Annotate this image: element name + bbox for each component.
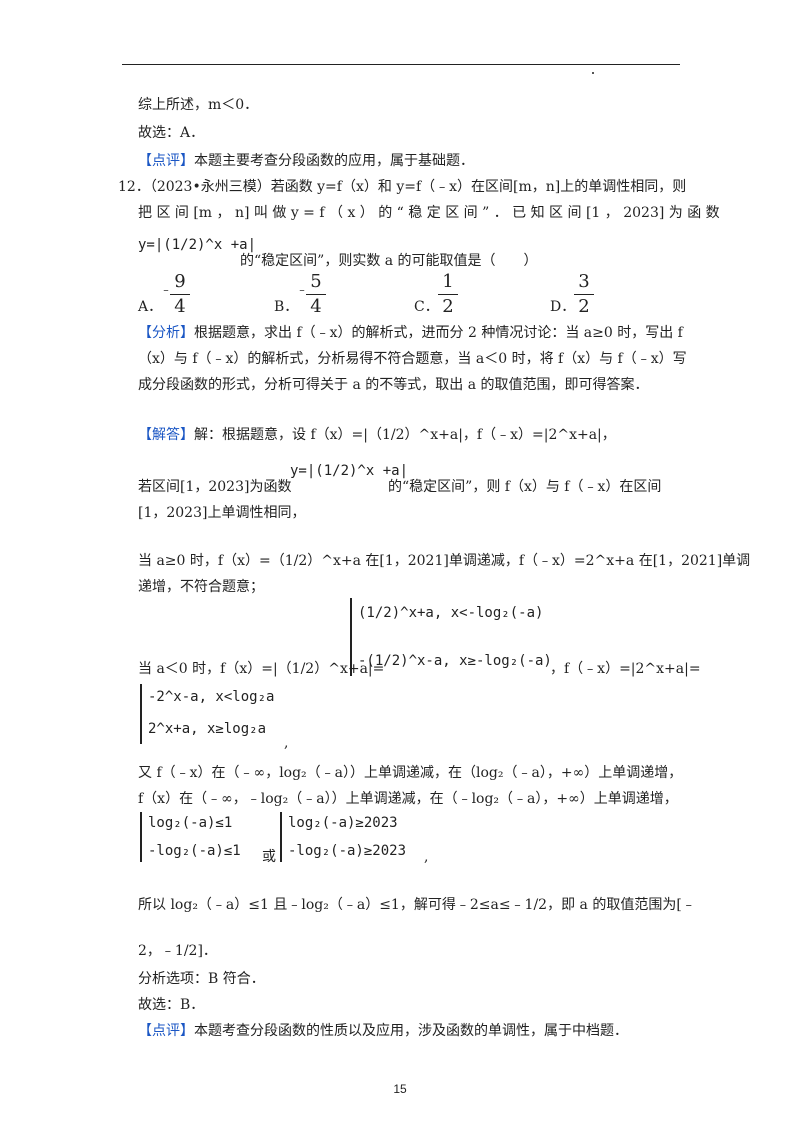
problem-line-2: 把 区 间 [m ， n] 叫 做 y = f （ x ） 的 “ 稳 定 区 … [138, 205, 720, 221]
page-number: 15 [393, 1082, 407, 1096]
option-d[interactable]: D． 3 2 [550, 272, 630, 320]
solution-line-6b: ，f（﹣x）=|2^x+a|= [550, 661, 701, 677]
piecewise-brace-1 [350, 598, 352, 676]
solution-line-12: 故选：B． [138, 997, 205, 1013]
solution-line-4: 当 a≥0 时，f（x）=（1/2）^x+a 在[1，2021]单调递减，f（﹣… [138, 553, 751, 569]
solution-line-5: 递增，不符合题意； [138, 579, 264, 595]
option-d-fraction: 3 2 [574, 272, 594, 317]
solution-line-11: 分析选项：B 符合． [138, 971, 265, 987]
system-brace-1 [140, 812, 142, 862]
option-b-label: B． [274, 299, 299, 315]
piecewise-2-case-b: 2^x+a, x≥log₂a [148, 721, 267, 737]
solution-line-1: 【解答】解：根据题意，设 f（x）=|（1/2）^x+a|，f（﹣x）=|2^x… [138, 426, 616, 444]
header-dot [592, 72, 594, 74]
system-2-a: log₂(-a)≥2023 [288, 815, 398, 831]
solution-tag: 【解答】 [138, 427, 194, 443]
solution-line-3: [1，2023]上单调性相同， [138, 505, 306, 521]
option-a-label: A． [138, 299, 163, 315]
solution-text-1: 解：根据题意，设 f（x）=|（1/2）^x+a|，f（﹣x）=|2^x+a|， [194, 427, 616, 443]
header-rule [122, 64, 680, 65]
solution-line-10: 2，﹣1/2]． [138, 943, 217, 959]
solution-line-8: f（x）在（﹣∞，﹣log₂（﹣a））上单调递减，在（﹣log₂（﹣a），+∞）… [138, 791, 678, 807]
option-a-den: 4 [174, 296, 186, 317]
problem-line-3: 的“稳定区间”，则实数 a 的可能取值是（ ） [240, 253, 538, 269]
option-d-label: D． [550, 299, 576, 315]
problem-function: y=|(1/2)^x +a| [138, 236, 256, 254]
option-c-label: C． [414, 299, 439, 315]
function-text: y=|(1/2)^x +a| [138, 237, 257, 253]
solution-function: y=|(1/2)^x +a| [290, 463, 409, 479]
system-comma: , [424, 849, 429, 865]
option-c[interactable]: C． 1 2 [414, 272, 494, 320]
piecewise-1-case-a: (1/2)^x+a, x<-log₂(-a) [358, 605, 544, 621]
solution-line-7: 又 f（﹣x）在（﹣∞，log₂（﹣a））上单调递减，在（log₂（﹣a），+∞… [138, 765, 683, 781]
conclusion-line: 综上所述，m＜0． [138, 97, 259, 113]
analysis-text-1: 根据题意，求出 f（﹣x）的解析式，进而分 2 种情况讨论：当 a≥0 时，写出… [194, 325, 683, 341]
option-a-num: 9 [174, 271, 186, 292]
solution-comment-line: 【点评】本题考查分段函数的性质以及应用，涉及函数的单调性，属于中档题． [138, 1022, 628, 1040]
analysis-line-2: （x）与 f（﹣x）的解析式，分析易得不符合题意，当 a＜0 时，将 f（x）与… [138, 351, 687, 367]
analysis-tag: 【分析】 [138, 325, 194, 341]
system-brace-2 [280, 812, 282, 862]
system-or: 或 [262, 849, 276, 865]
option-d-den: 2 [578, 296, 590, 317]
option-b[interactable]: B． ﹣ 5 4 [274, 272, 354, 320]
option-c-num: 1 [442, 271, 454, 292]
choice-line: 故选：A． [138, 125, 205, 141]
option-b-fraction: 5 4 [306, 272, 326, 317]
option-a-fraction: 9 4 [170, 272, 190, 317]
option-c-den: 2 [442, 296, 454, 317]
option-c-fraction: 1 2 [438, 272, 458, 317]
solution-comment-tag: 【点评】 [138, 1023, 194, 1039]
piecewise-2-comma: , [284, 735, 289, 751]
option-b-den: 4 [310, 296, 322, 317]
solution-line-2b: 的“稳定区间”，则 f（x）与 f（﹣x）在区间 [388, 479, 662, 495]
piecewise-2-case-a: -2^x-a, x<log₂a [148, 689, 275, 705]
option-b-sign: ﹣ [296, 282, 309, 296]
option-a-sign: ﹣ [160, 282, 173, 296]
system-1-a: log₂(-a)≤1 [148, 815, 233, 831]
system-1-b: -log₂(-a)≤1 [148, 843, 241, 859]
piecewise-1-case-b: -(1/2)^x-a, x≥-log₂(-a) [358, 653, 552, 669]
solution-line-9: 所以 log₂（﹣a）≤1 且﹣log₂（﹣a）≤1，解可得﹣2≤a≤﹣1/2，… [138, 897, 696, 913]
system-2-b: -log₂(-a)≥2023 [288, 843, 407, 859]
solution-comment-text: 本题考查分段函数的性质以及应用，涉及函数的单调性，属于中档题． [194, 1023, 628, 1039]
comment-line: 【点评】本题主要考查分段函数的应用，属于基础题． [138, 152, 474, 170]
solution-line-6a: 当 a＜0 时，f（x）=|（1/2）^x+a|= [138, 661, 385, 677]
comment-text: 本题主要考查分段函数的应用，属于基础题． [194, 153, 474, 169]
comment-tag: 【点评】 [138, 153, 194, 169]
option-b-num: 5 [310, 271, 322, 292]
option-a[interactable]: A． ﹣ 9 4 [138, 272, 218, 320]
problem-line-1: 12．（2023•永州三模）若函数 y=f（x）和 y=f（﹣x）在区间[m，n… [118, 179, 687, 195]
option-d-num: 3 [578, 271, 590, 292]
solution-line-2a: 若区间[1，2023]为函数 [138, 479, 292, 495]
analysis-line-1: 【分析】根据题意，求出 f（﹣x）的解析式，进而分 2 种情况讨论：当 a≥0 … [138, 324, 683, 342]
analysis-line-3: 成分段函数的形式，分析可得关于 a 的不等式，取出 a 的取值范围，即可得答案． [138, 377, 649, 393]
piecewise-brace-2 [140, 684, 142, 744]
